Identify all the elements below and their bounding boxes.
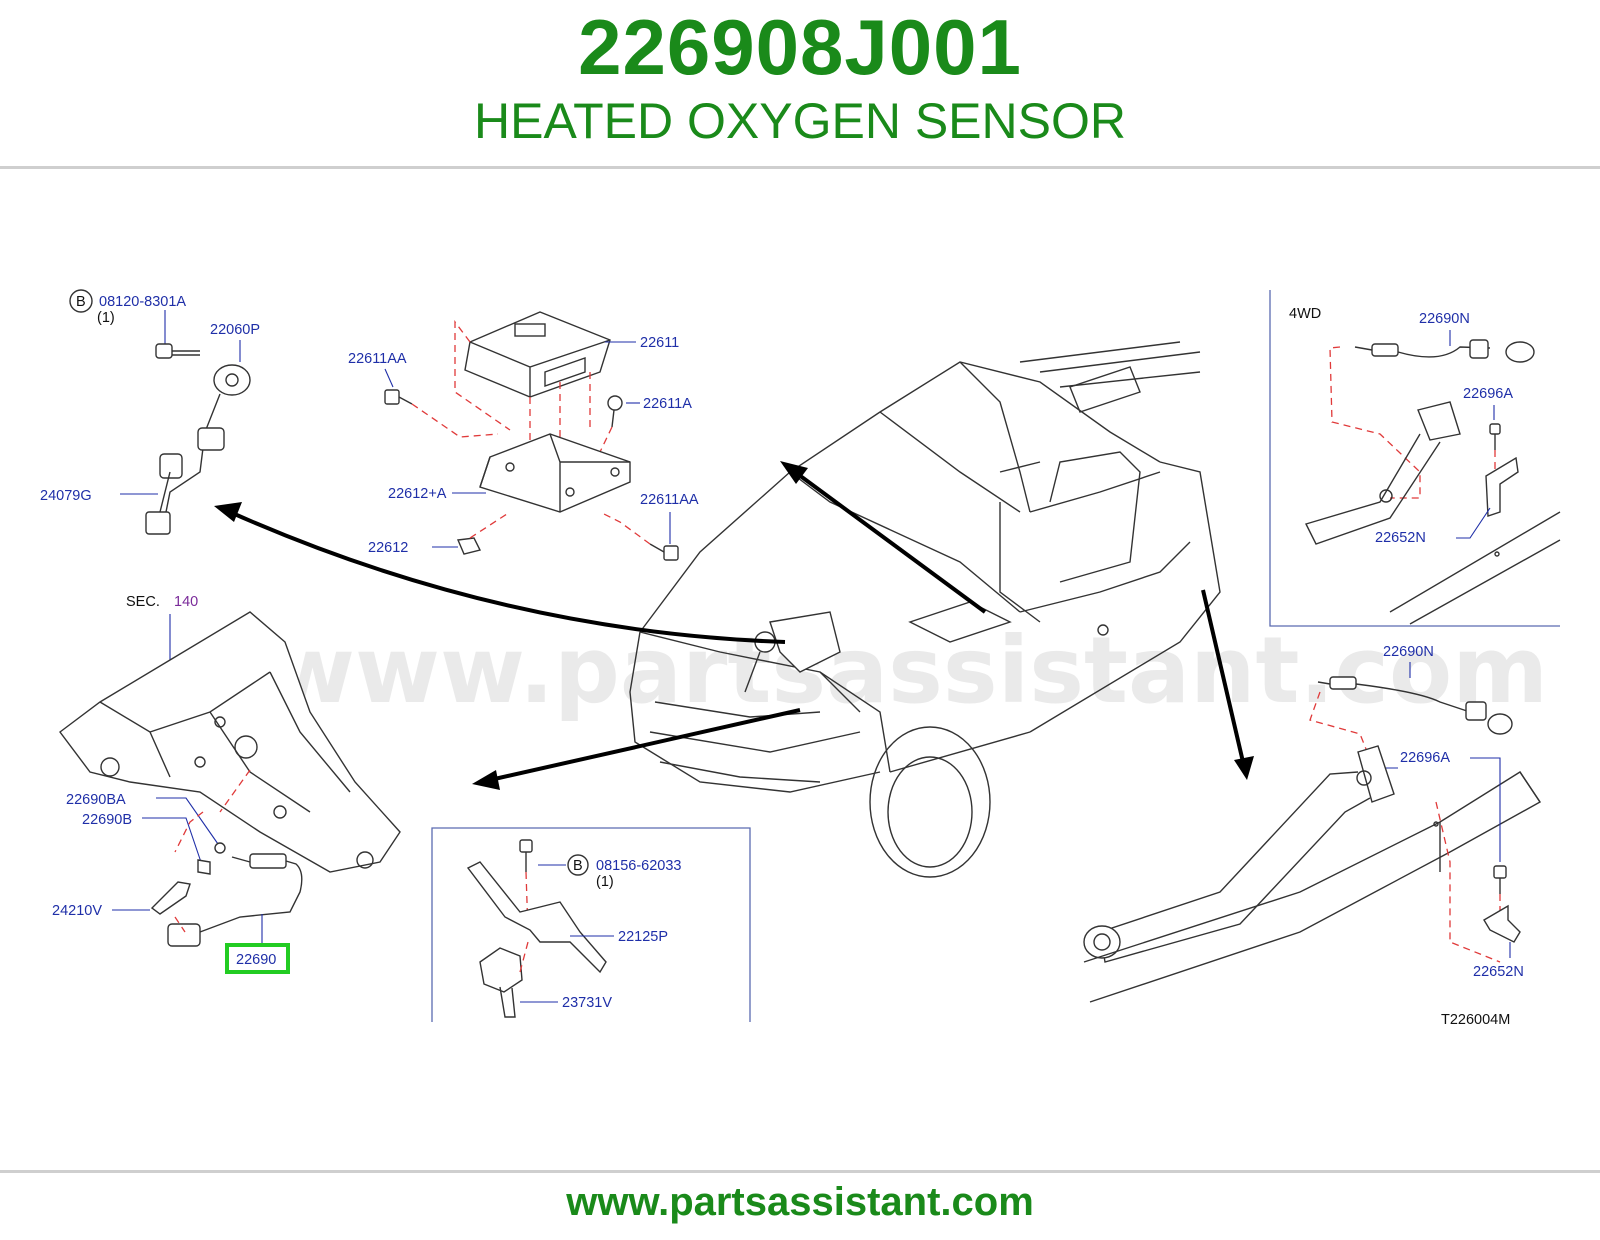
label-22612: 22612 bbox=[368, 540, 408, 556]
label-sec-140: 140 bbox=[174, 594, 198, 610]
truck-illustration bbox=[629, 341, 1221, 878]
label-08120-8301a: 08120-8301A bbox=[99, 294, 186, 310]
label-24079g: 24079G bbox=[40, 488, 92, 504]
label-4wd: 4WD bbox=[1289, 306, 1321, 322]
part-number-title: 226908J001 bbox=[578, 3, 1022, 91]
callout-arrows bbox=[214, 461, 1254, 790]
label-23731v: 23731V bbox=[562, 995, 612, 1011]
label-bolt-b-qty: (1) bbox=[596, 874, 614, 890]
part-name-subtitle: HEATED OXYGEN SENSOR bbox=[474, 93, 1126, 149]
label-22696a-bottom: 22696A bbox=[1400, 750, 1450, 766]
label-22690n-bottom: 22690N bbox=[1383, 644, 1434, 660]
label-sec: SEC. bbox=[126, 594, 160, 610]
label-24210v: 24210V bbox=[52, 903, 102, 919]
crank-sensor-group: B 08156-62033 (1) 22125P 23731V bbox=[431, 827, 751, 1022]
4wd-inset-group: 4WD 22690N 22696A 22652N bbox=[1269, 290, 1561, 627]
footer-divider bbox=[0, 1170, 1600, 1173]
label-bolt-a-qty: (1) bbox=[97, 310, 115, 326]
label-22696a-top: 22696A bbox=[1463, 386, 1513, 402]
page-header: 226908J001 HEATED OXYGEN SENSOR bbox=[0, 0, 1600, 168]
watermark-text: www.partsassistant.com bbox=[270, 617, 1548, 724]
label-22060p: 22060P bbox=[210, 322, 260, 338]
label-22611aa-bottom: 22611AA bbox=[640, 492, 699, 508]
knock-sensor-group: B 08120-8301A (1) 22060P 24079G bbox=[40, 289, 260, 535]
circle-b-marker-2: B bbox=[573, 858, 583, 874]
circle-b-marker: B bbox=[76, 294, 86, 310]
label-22125p: 22125P bbox=[618, 929, 668, 945]
manifold-sensor-group: SEC. 140 22690BA 22690B 24210V 22690 bbox=[52, 594, 401, 974]
label-22690[interactable]: 22690 bbox=[236, 952, 276, 968]
2wd-exhaust-group: 22690N 22696A 22652N T226004M bbox=[1083, 644, 1542, 1028]
parts-diagram: www.partsassistant.com bbox=[40, 289, 1561, 1028]
label-22611: 22611 bbox=[640, 335, 679, 351]
label-22690ba: 22690BA bbox=[66, 792, 126, 808]
label-08156-62033: 08156-62033 bbox=[596, 858, 681, 874]
label-22652n-bottom: 22652N bbox=[1473, 964, 1524, 980]
header-divider bbox=[0, 166, 1600, 169]
label-22611a: 22611A bbox=[643, 396, 692, 412]
label-22690n-top: 22690N bbox=[1419, 311, 1470, 327]
label-22652n-top: 22652N bbox=[1375, 530, 1426, 546]
ecm-group: 22611 22611AA 22611A 22612+A 22611AA 226… bbox=[348, 311, 699, 561]
label-22690b: 22690B bbox=[82, 812, 132, 828]
label-22612-a: 22612+A bbox=[388, 486, 447, 502]
label-22611aa-top: 22611AA bbox=[348, 351, 407, 367]
highlight-box-22690[interactable] bbox=[225, 943, 290, 974]
footer-url-link[interactable]: www.partsassistant.com bbox=[566, 1180, 1034, 1224]
drawing-code: T226004M bbox=[1441, 1012, 1510, 1028]
